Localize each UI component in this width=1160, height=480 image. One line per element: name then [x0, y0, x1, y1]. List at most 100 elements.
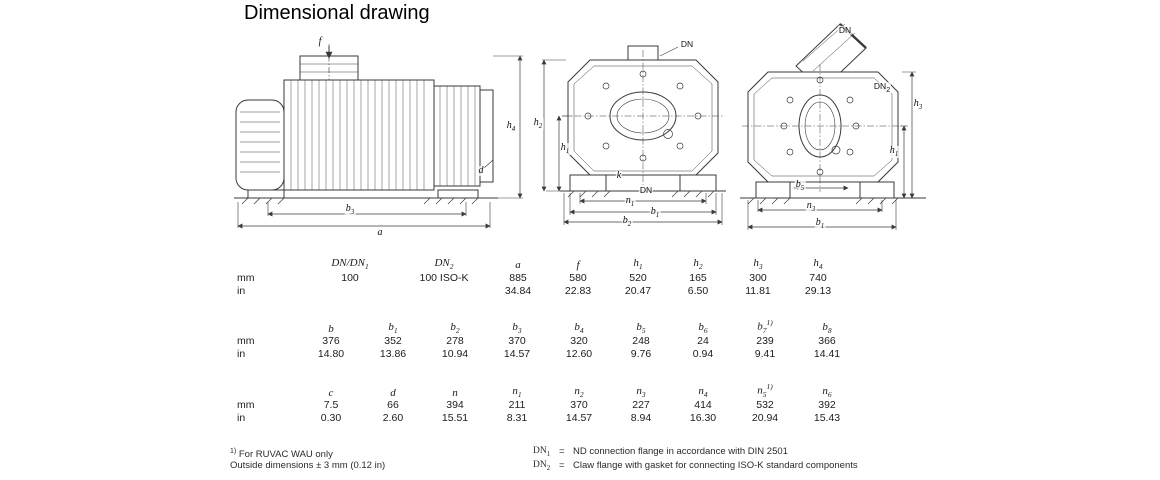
dim-value-in	[400, 284, 488, 297]
dim-value-in: 14.80	[317, 348, 345, 361]
dim-value-mm: 300	[749, 271, 767, 284]
dim-value-in: 14.57	[565, 412, 593, 425]
dim-symbol: h1	[633, 256, 643, 271]
pump-rear-view	[740, 23, 926, 230]
dim-value-mm: 414	[694, 399, 712, 412]
dim-value-in: 10.94	[441, 348, 469, 361]
dim-value-in: 13.86	[379, 348, 407, 361]
unit-label: mm	[237, 399, 255, 412]
dim-value-in: 20.47	[624, 284, 652, 297]
dim-value-mm: 520	[629, 271, 647, 284]
dim-symbol: n	[452, 386, 458, 399]
dim-value-mm: 580	[569, 271, 587, 284]
dim-value-mm: 100 ISO-K	[419, 271, 469, 284]
dim-value-in: 20.94	[751, 412, 779, 425]
dim-symbol: b	[328, 322, 334, 335]
dim-symbol: b2	[450, 320, 460, 335]
dim-symbol: n3	[636, 384, 646, 399]
unit-label: mm	[237, 335, 255, 348]
dim-value-in: 15.51	[441, 412, 469, 425]
dim-value-mm: 320	[570, 335, 588, 348]
dim-symbol: h3	[753, 256, 763, 271]
dim-value-mm: 885	[509, 271, 527, 284]
dim-symbol: n6	[822, 384, 832, 399]
dim-value-mm: 278	[446, 335, 464, 348]
footnote-line: Outside dimensions ± 3 mm (0.12 in)	[230, 460, 386, 472]
footnotes-right: DN1=ND connection flange in accordance w…	[533, 446, 858, 474]
pump-front-view	[541, 45, 726, 225]
dim-value-in: 11.81	[745, 284, 771, 297]
dim-value-in: 12.60	[565, 348, 593, 361]
dim-value-in	[300, 284, 400, 297]
footnote-definition: DN2=Claw flange with gasket for connecti…	[533, 459, 858, 472]
dimension-table-group-2: b b1 b2 b3 b4 b5 b6 b71) b8 mm 376 352 278 370 320 248 2…	[230, 318, 858, 361]
dim-value-in: 2.60	[382, 412, 404, 425]
dim-value-in: 8.31	[506, 412, 528, 425]
dim-value-in: 0.94	[692, 348, 714, 361]
dim-value-mm: 370	[508, 335, 526, 348]
footnote-definition: DN1=ND connection flange in accordance w…	[533, 446, 788, 458]
dim-symbol: n4	[698, 384, 708, 399]
dim-value-in: 9.76	[630, 348, 652, 361]
dim-value-in: 22.83	[564, 284, 592, 297]
unit-label: mm	[237, 271, 255, 284]
dim-value-in: 34.84	[504, 284, 532, 297]
dim-value-mm: 370	[570, 399, 588, 412]
dim-value-mm: 352	[384, 335, 402, 348]
pump-line-art	[234, 23, 926, 230]
dim-value-mm: 394	[446, 399, 464, 412]
dim-value-mm: 165	[689, 271, 707, 284]
dim-value-mm: 227	[632, 399, 650, 412]
unit-label: in	[237, 412, 246, 425]
dim-value-mm: 211	[508, 399, 526, 412]
dim-symbol: b6	[698, 320, 708, 335]
dim-value-in: 8.94	[630, 412, 652, 425]
dim-symbol: h4	[813, 256, 823, 271]
dim-symbol: b1	[388, 320, 398, 335]
dim-symbol: b71)	[757, 318, 773, 335]
dim-value-mm: 24	[697, 335, 709, 348]
dim-value-in: 14.41	[813, 348, 841, 361]
dim-value-mm: 7.5	[323, 399, 339, 412]
dim-value-mm: 239	[756, 335, 774, 348]
dim-value-mm: 740	[809, 271, 827, 284]
dim-symbol: b4	[574, 320, 584, 335]
dim-symbol: h2	[693, 256, 703, 271]
dim-value-in: 14.57	[503, 348, 531, 361]
dim-symbol: d	[390, 386, 396, 399]
dim-value-mm: 366	[818, 335, 836, 348]
dim-symbol: DN2	[434, 256, 454, 271]
dim-symbol: n1	[512, 384, 522, 399]
dim-value-in: 6.50	[687, 284, 709, 297]
unit-label: in	[237, 348, 246, 361]
dim-symbol: n51)	[757, 381, 773, 399]
dim-value-mm: 376	[322, 335, 340, 348]
dimension-table-group-1: DN/DN1 DN2 a f h1 h2 h3 h4 mm 100 100 ISO-K 885 580 5…	[230, 256, 848, 297]
dim-value-in: 16.30	[689, 412, 717, 425]
page-title: Dimensional drawing	[244, 2, 430, 24]
dim-symbol: b8	[822, 320, 832, 335]
pump-side-view	[234, 44, 523, 229]
dim-symbol: b3	[512, 320, 522, 335]
dim-value-in: 9.41	[754, 348, 776, 361]
dim-value-mm: 532	[756, 399, 774, 412]
dim-symbol: DN/DN1	[331, 256, 369, 271]
dim-symbol: b5	[636, 320, 646, 335]
dim-symbol: f	[576, 259, 580, 271]
dim-value-in: 15.43	[813, 412, 841, 425]
dim-value-mm: 392	[818, 399, 836, 412]
unit-label: in	[237, 284, 246, 297]
dimension-table: DN/DN1 DN2 a f h1 h2 h3 h4 mm 100 100 ISO-K 885 580 5…	[230, 256, 858, 446]
dim-value-mm: 66	[387, 399, 399, 412]
footnote-line: 1) For RUVAC WAU only	[230, 448, 333, 461]
dim-symbol: a	[515, 259, 521, 271]
dim-value-mm: 248	[632, 335, 650, 348]
dim-value-mm: 100	[341, 271, 359, 284]
dim-value-in: 29.13	[804, 284, 832, 297]
dim-value-in: 0.30	[320, 412, 342, 425]
dim-symbol: n2	[574, 384, 584, 399]
